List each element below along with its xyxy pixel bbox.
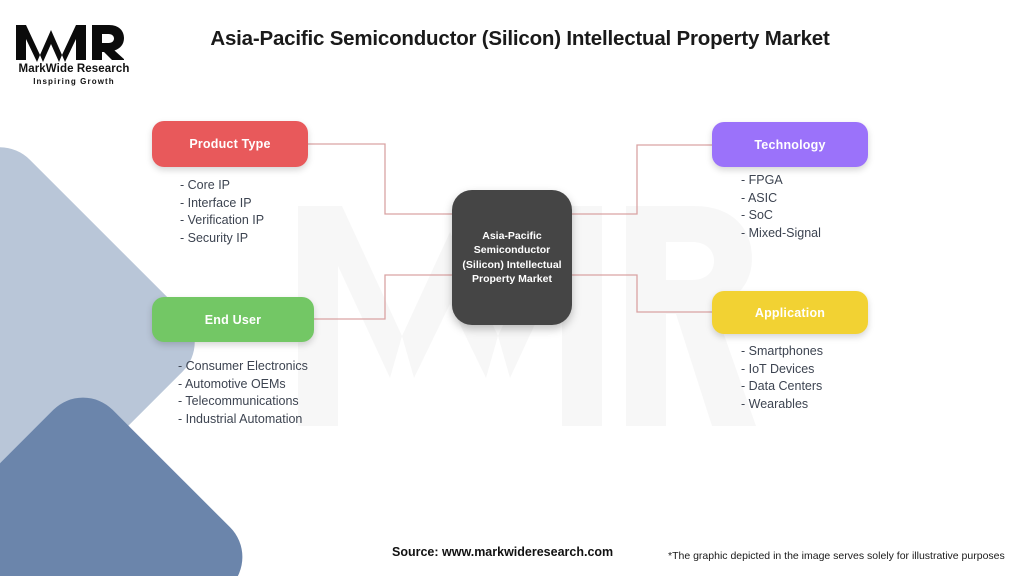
category-label-end-user: End User xyxy=(204,312,262,327)
list-item: - SoC xyxy=(741,208,773,223)
center-node: Asia-Pacific Semiconductor (Silicon) Int… xyxy=(452,190,572,325)
mwr-logo-icon xyxy=(16,25,124,62)
source-note: Source: www.markwideresearch.com xyxy=(392,545,614,559)
category-label-technology: Technology xyxy=(754,137,826,152)
category-list-product-type: - Core IP - Interface IP - Verification … xyxy=(180,177,264,247)
category-list-end-user: - Consumer Electronics - Automotive OEMs… xyxy=(178,358,308,428)
category-box-end-user[interactable]: End User xyxy=(152,297,314,342)
connector-application xyxy=(572,274,712,313)
list-item: - Data Centers xyxy=(741,379,823,394)
category-list-technology: - FPGA - ASIC - SoC - Mixed-Signal xyxy=(741,172,821,242)
list-item: - Consumer Electronics xyxy=(178,359,308,373)
list-item: - Industrial Automation xyxy=(178,411,303,426)
category-box-product-type[interactable]: Product Type xyxy=(152,121,308,167)
center-node-line: Property Market xyxy=(472,273,552,285)
list-item: - FPGA xyxy=(741,173,783,187)
category-label-application: Application xyxy=(754,305,826,320)
list-item: - Interface IP xyxy=(180,195,252,210)
list-item: - Verification IP xyxy=(180,213,265,228)
disclaimer-note: *The graphic depicted in the image serve… xyxy=(668,550,1005,562)
logo-company-name: MarkWide Research xyxy=(18,63,130,75)
list-item: - Smartphones xyxy=(741,344,823,358)
center-node-line: Asia-Pacific xyxy=(482,229,542,242)
list-item: - Telecommunications xyxy=(178,394,299,409)
center-node-line: (Silicon) Intellectual xyxy=(462,258,562,271)
logo-tagline: Inspiring Growth xyxy=(33,77,115,86)
list-item: - Wearables xyxy=(741,396,809,411)
connector-technology xyxy=(572,144,712,215)
list-item: - Automotive OEMs xyxy=(178,376,286,391)
category-list-application: - Smartphones - IoT Devices - Data Cente… xyxy=(741,343,823,413)
list-item: - Security IP xyxy=(180,230,249,245)
connector-product-type xyxy=(308,143,452,215)
list-item: - Mixed-Signal xyxy=(741,225,821,240)
list-item: - Core IP xyxy=(180,178,231,192)
page-title: Asia-Pacific Semiconductor (Silicon) Int… xyxy=(210,27,830,50)
category-box-technology[interactable]: Technology xyxy=(712,122,868,167)
list-item: - ASIC xyxy=(741,190,778,205)
brand-logo: MarkWide Research Inspiring Growth xyxy=(14,22,134,86)
center-node-label: Asia-Pacific Semiconductor (Silicon) Int… xyxy=(456,229,567,287)
connector-end-user xyxy=(314,274,452,320)
category-box-application[interactable]: Application xyxy=(712,291,868,334)
list-item: - IoT Devices xyxy=(741,361,815,376)
category-label-product-type: Product Type xyxy=(189,137,271,151)
center-node-line: Semiconductor xyxy=(473,244,551,256)
